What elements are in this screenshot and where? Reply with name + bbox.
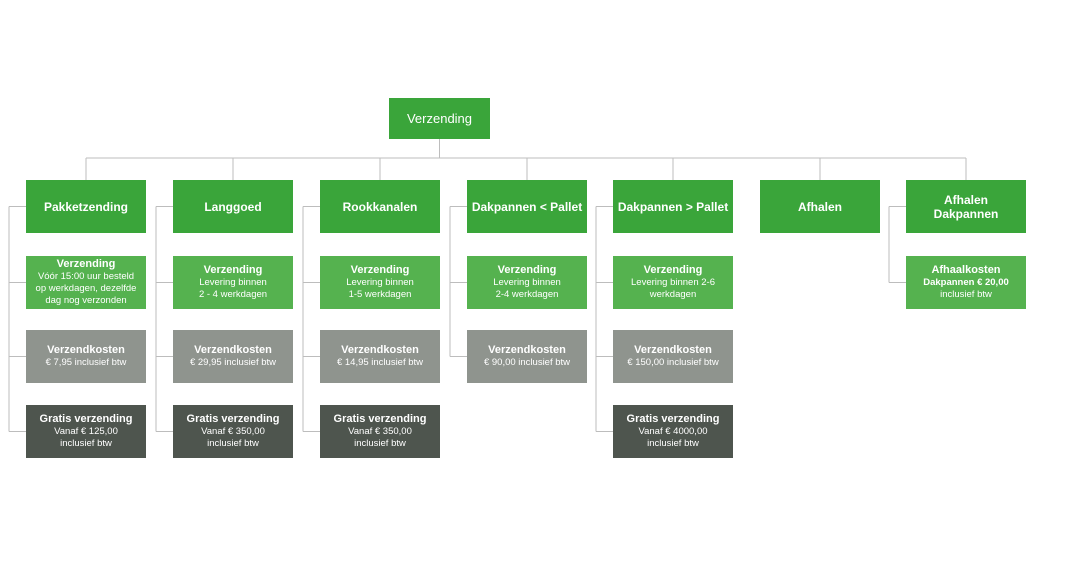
column-header-label: Afhalen bbox=[797, 199, 842, 214]
card-title: Verzending bbox=[643, 264, 703, 276]
card-detail-line: Vóór 15:00 uur besteld bbox=[37, 271, 135, 282]
column-header: Pakketzending bbox=[26, 180, 146, 233]
card-title: Verzending bbox=[56, 258, 116, 270]
card-detail-line: Levering binnen bbox=[346, 277, 414, 288]
card-detail-line: € 150,00 inclusief btw bbox=[627, 357, 719, 368]
card-title: Verzending bbox=[497, 264, 557, 276]
card-detail-line: Vanaf € 125,00 bbox=[54, 426, 118, 437]
column-header-label: Dakpannen > Pallet bbox=[617, 199, 729, 214]
grey-info-card: Verzendkosten€ 14,95 inclusief btw bbox=[320, 330, 440, 383]
card-title: Verzendkosten bbox=[194, 344, 272, 356]
root-node-label: Verzending bbox=[406, 111, 473, 126]
card-detail-line: Levering binnen bbox=[199, 277, 267, 288]
grey-info-card: Verzendkosten€ 29,95 inclusief btw bbox=[173, 330, 293, 383]
card-title: Verzendkosten bbox=[488, 344, 566, 356]
card-detail-line: € 14,95 inclusief btw bbox=[336, 357, 424, 368]
card-detail-line: € 7,95 inclusief btw bbox=[45, 357, 127, 368]
column-header: Dakpannen > Pallet bbox=[613, 180, 733, 233]
grey-info-card: Verzendkosten€ 150,00 inclusief btw bbox=[613, 330, 733, 383]
column-header: Dakpannen < Pallet bbox=[467, 180, 587, 233]
card-detail-line: 2 - 4 werkdagen bbox=[198, 289, 268, 300]
column-header-label: Dakpannen < Pallet bbox=[471, 199, 583, 214]
card-title: Verzendkosten bbox=[341, 344, 419, 356]
card-detail-line: 2-4 werkdagen bbox=[495, 289, 559, 300]
column-header: Afhalen bbox=[760, 180, 880, 233]
column-header-label: Pakketzending bbox=[43, 199, 129, 214]
card-title: Gratis verzending bbox=[333, 413, 427, 425]
card-detail-line: Vanaf € 350,00 bbox=[348, 426, 412, 437]
grey-info-card: Verzendkosten€ 7,95 inclusief btw bbox=[26, 330, 146, 383]
card-title: Gratis verzending bbox=[626, 413, 720, 425]
card-detail-line: Vanaf € 350,00 bbox=[201, 426, 265, 437]
card-title: Verzending bbox=[350, 264, 410, 276]
card-title: Gratis verzending bbox=[186, 413, 280, 425]
card-title: Afhaalkosten bbox=[931, 264, 1001, 276]
card-detail-line: inclusief btw bbox=[207, 438, 259, 449]
card-detail-line: 1-5 werkdagen bbox=[348, 289, 412, 300]
card-detail-line: dag nog verzonden bbox=[45, 295, 127, 306]
card-detail-line: werkdagen bbox=[649, 289, 697, 300]
column-header: Rookkanalen bbox=[320, 180, 440, 233]
column-header-label: Langgoed bbox=[204, 199, 262, 214]
grey-info-card: Verzendkosten€ 90,00 inclusief btw bbox=[467, 330, 587, 383]
column-header-label: Rookkanalen bbox=[342, 199, 418, 214]
card-title: Verzendkosten bbox=[634, 344, 712, 356]
card-detail-line: Levering binnen bbox=[493, 277, 561, 288]
card-title: Verzending bbox=[203, 264, 263, 276]
card-title: Gratis verzending bbox=[39, 413, 133, 425]
card-detail-line: Dakpannen € 20,00 bbox=[923, 277, 1009, 288]
card-detail-line: inclusief btw bbox=[647, 438, 699, 449]
card-title: Verzendkosten bbox=[47, 344, 125, 356]
card-detail-line: op werkdagen, dezelfde bbox=[35, 283, 137, 294]
column-header: Langgoed bbox=[173, 180, 293, 233]
card-detail-line: inclusief btw bbox=[940, 289, 992, 300]
column-header: Afhalen Dakpannen bbox=[906, 180, 1026, 233]
card-detail-line: € 29,95 inclusief btw bbox=[189, 357, 277, 368]
root-node-verzending: Verzending bbox=[389, 98, 490, 139]
card-detail-line: inclusief btw bbox=[354, 438, 406, 449]
card-detail-line: Levering binnen 2-6 bbox=[631, 277, 715, 288]
column-header-label: Afhalen Dakpannen bbox=[933, 192, 999, 221]
card-detail-line: € 90,00 inclusief btw bbox=[483, 357, 571, 368]
card-detail-line: Vanaf € 4000,00 bbox=[638, 426, 708, 437]
card-detail-line: inclusief btw bbox=[60, 438, 112, 449]
